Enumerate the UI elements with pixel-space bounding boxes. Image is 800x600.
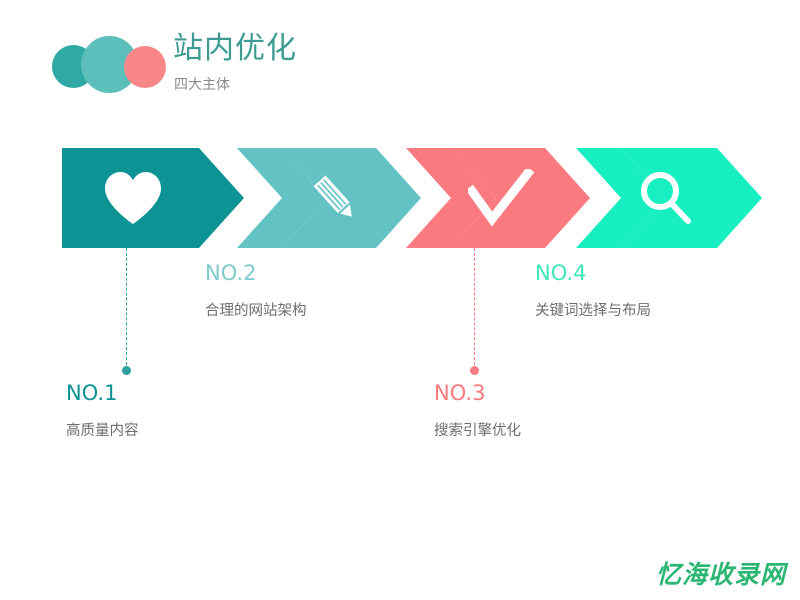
chevron-step-1[interactable] — [62, 148, 244, 248]
step-description-1: 高质量内容 — [66, 423, 139, 439]
chevron-step-3[interactable] — [406, 148, 590, 248]
check-icon — [468, 169, 534, 227]
page-subtitle: 四大主体 — [174, 77, 230, 93]
chevron-shape-2 — [237, 148, 421, 248]
page-title: 站内优化 — [173, 31, 297, 66]
step-number-4: NO.4 — [535, 261, 587, 285]
process-chevron-band — [0, 148, 800, 248]
circle-pink-icon — [124, 46, 166, 88]
step-description-2: 合理的网站架构 — [205, 303, 307, 319]
step-number-1: NO.1 — [66, 381, 118, 405]
header: 站内优化 四大主体 — [0, 0, 800, 130]
chevron-shape-3 — [406, 148, 590, 248]
step-number-3: NO.3 — [434, 381, 486, 405]
heart-icon — [105, 172, 161, 224]
step-description-4: 关键词选择与布局 — [535, 303, 651, 319]
step-label-2: NO.2 合理的网站架构 — [205, 260, 307, 322]
pencil-icon — [310, 172, 352, 217]
step-label-4: NO.4 关键词选择与布局 — [535, 260, 651, 322]
step-label-3: NO.3 搜索引擎优化 — [434, 380, 521, 442]
step-label-1: NO.1 高质量内容 — [66, 380, 139, 442]
header-text-block: 站内优化 四大主体 — [173, 30, 297, 95]
connector-line-step-3 — [474, 248, 475, 370]
watermark: 忆海收录网 — [655, 560, 786, 589]
step-number-2: NO.2 — [205, 261, 257, 285]
step-description-3: 搜索引擎优化 — [434, 423, 521, 439]
connector-dot-step-3 — [470, 366, 479, 375]
chevron-step-2[interactable] — [237, 148, 421, 248]
connector-dot-step-1 — [122, 366, 131, 375]
connector-line-step-1 — [126, 248, 127, 370]
chevron-step-4[interactable] — [576, 148, 762, 248]
search-icon — [641, 172, 691, 224]
header-circle-cluster — [52, 36, 172, 93]
